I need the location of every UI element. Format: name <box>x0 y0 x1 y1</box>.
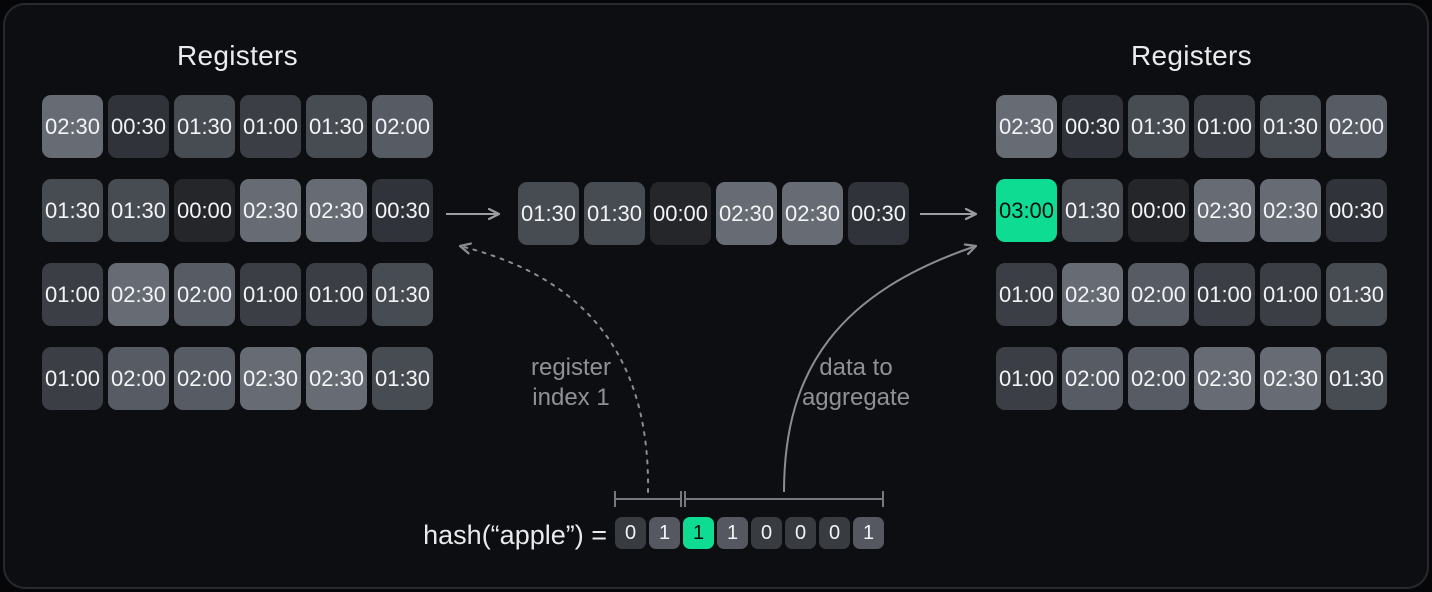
register-cell: 01:30 <box>1260 95 1321 158</box>
register-cell: 01:00 <box>1194 95 1255 158</box>
register-cell: 00:00 <box>1128 179 1189 242</box>
register-cell: 00:30 <box>372 179 433 242</box>
register-cell: 01:00 <box>42 347 103 410</box>
hash-bit: 0 <box>615 517 646 549</box>
register-cell: 02:30 <box>306 179 367 242</box>
register-cell: 00:00 <box>650 182 711 245</box>
register-cell: 02:30 <box>1062 263 1123 326</box>
register-cell: 02:00 <box>1128 347 1189 410</box>
left-registers-title: Registers <box>177 40 298 71</box>
register-cell: 01:30 <box>372 263 433 326</box>
register-cell: 02:30 <box>240 347 301 410</box>
register-cell: 02:00 <box>372 95 433 158</box>
hash-bit: 1 <box>649 517 680 549</box>
register-cell: 01:00 <box>306 263 367 326</box>
register-cell: 01:00 <box>42 263 103 326</box>
hash-bit: 1 <box>853 517 884 549</box>
register-cell-highlighted: 03:00 <box>996 179 1057 242</box>
register-cell: 00:00 <box>174 179 235 242</box>
register-cell: 01:00 <box>996 263 1057 326</box>
hash-bit: 0 <box>819 517 850 549</box>
register-cell: 02:30 <box>782 182 843 245</box>
register-cell: 02:30 <box>1260 179 1321 242</box>
register-cell: 02:30 <box>306 347 367 410</box>
register-cell: 02:30 <box>996 95 1057 158</box>
register-cell: 01:00 <box>240 263 301 326</box>
register-cell: 01:30 <box>108 179 169 242</box>
hash-bit: 0 <box>785 517 816 549</box>
register-cell: 02:00 <box>108 347 169 410</box>
register-cell: 01:30 <box>174 95 235 158</box>
hash-bit-highlighted: 1 <box>683 517 714 549</box>
register-cell: 02:00 <box>1128 263 1189 326</box>
data-to-aggregate-note: data to aggregate <box>801 354 911 411</box>
register-cell: 01:30 <box>1062 179 1123 242</box>
register-cell: 02:30 <box>1194 179 1255 242</box>
register-cell: 02:00 <box>1326 95 1387 158</box>
register-cell: 00:30 <box>108 95 169 158</box>
register-cell: 01:30 <box>1326 263 1387 326</box>
register-cell: 00:30 <box>1062 95 1123 158</box>
register-cell: 02:00 <box>1062 347 1123 410</box>
register-cell: 01:00 <box>996 347 1057 410</box>
register-cell: 01:30 <box>1128 95 1189 158</box>
register-cell: 02:30 <box>1194 347 1255 410</box>
register-cell: 01:30 <box>584 182 645 245</box>
register-cell: 02:00 <box>174 263 235 326</box>
hash-bit: 0 <box>751 517 782 549</box>
hash-label: hash(“apple”) = <box>423 520 607 550</box>
register-cell: 02:00 <box>174 347 235 410</box>
right-registers-title: Registers <box>1131 40 1252 71</box>
register-cell: 01:30 <box>1326 347 1387 410</box>
register-cell: 01:30 <box>372 347 433 410</box>
register-cell: 01:00 <box>1194 263 1255 326</box>
register-index-note: register index 1 <box>530 354 612 411</box>
register-cell: 02:30 <box>108 263 169 326</box>
register-cell: 02:30 <box>240 179 301 242</box>
register-cell: 01:00 <box>240 95 301 158</box>
register-cell: 00:30 <box>848 182 909 245</box>
register-cell: 02:30 <box>1260 347 1321 410</box>
register-cell: 02:30 <box>716 182 777 245</box>
register-cell: 01:30 <box>518 182 579 245</box>
register-cell: 02:30 <box>42 95 103 158</box>
register-cell: 01:30 <box>42 179 103 242</box>
register-cell: 01:00 <box>1260 263 1321 326</box>
hash-bit: 1 <box>717 517 748 549</box>
register-cell: 01:30 <box>306 95 367 158</box>
register-cell: 00:30 <box>1326 179 1387 242</box>
